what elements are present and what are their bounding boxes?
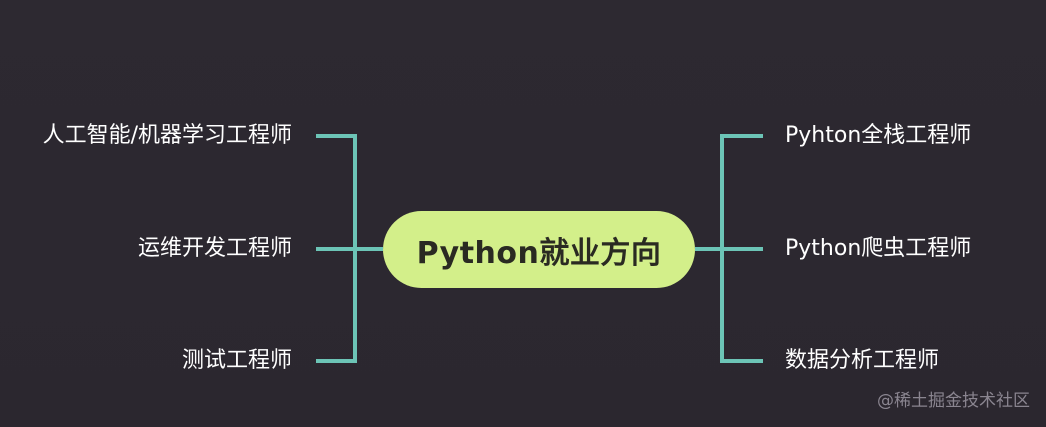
branch-test-engineer[interactable]: 测试工程师	[181, 348, 292, 373]
branch-fullstack-engineer[interactable]: Pyhton全栈工程师	[785, 123, 972, 148]
branch-devops-engineer[interactable]: 运维开发工程师	[137, 236, 292, 261]
branch-crawler-engineer[interactable]: Python爬虫工程师	[785, 236, 972, 261]
watermark-text: @稀土掘金技术社区	[877, 391, 1030, 411]
branch-data-analyst-engineer[interactable]: 数据分析工程师	[785, 348, 940, 373]
central-topic[interactable]: Python就业方向	[383, 211, 695, 288]
branch-ai-ml-engineer[interactable]: 人工智能/机器学习工程师	[42, 123, 292, 148]
